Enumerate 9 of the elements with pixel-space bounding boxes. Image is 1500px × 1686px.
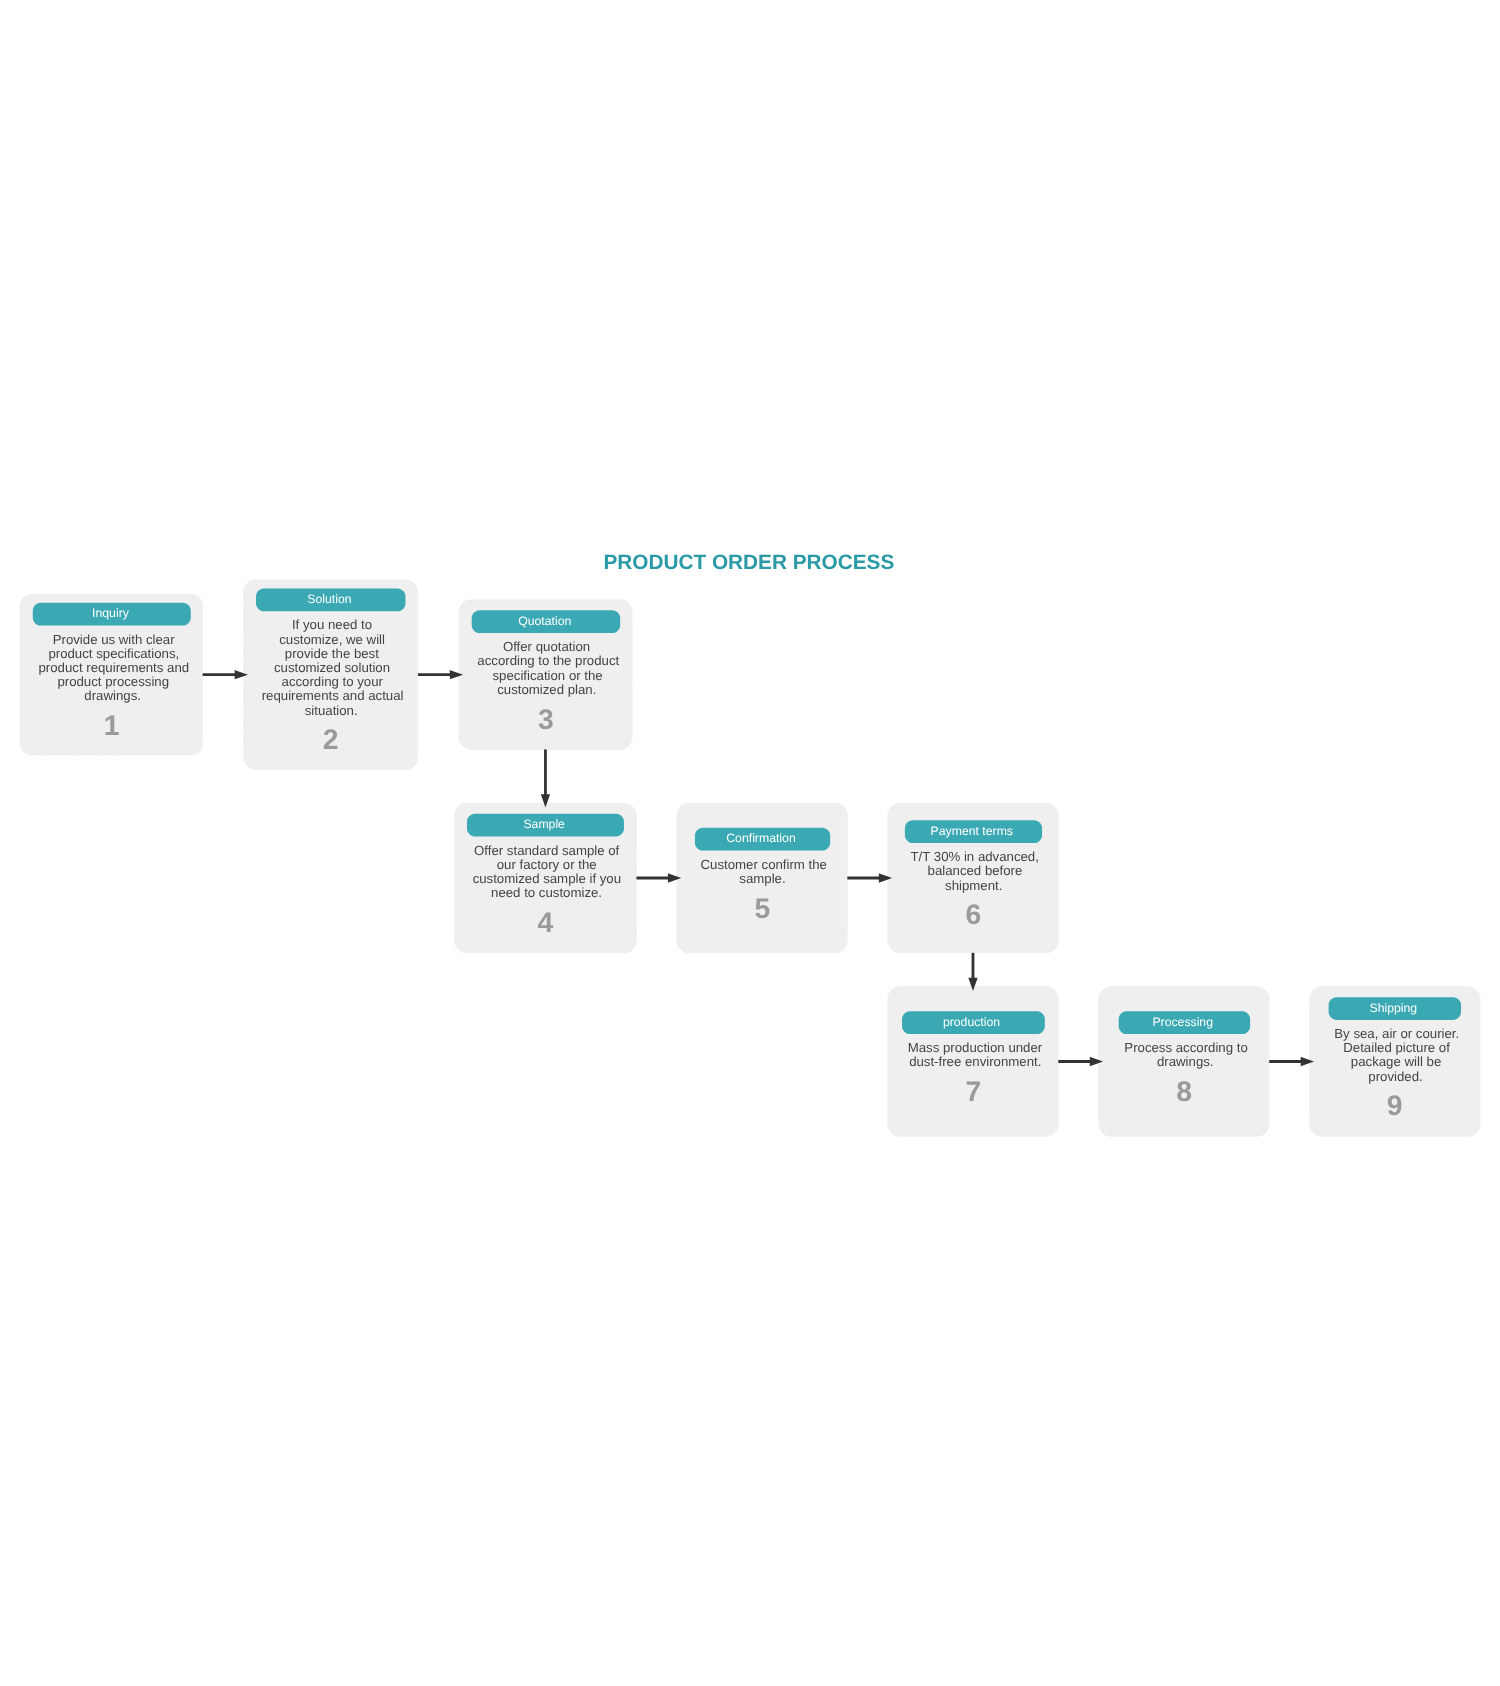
arrow	[847, 873, 893, 883]
diagram-title: PRODUCT ORDER PROCESS	[603, 553, 895, 576]
arrow	[540, 749, 551, 808]
arrow	[417, 670, 464, 680]
arrow	[1269, 1056, 1314, 1067]
arrow	[636, 873, 682, 883]
arrow	[202, 670, 248, 680]
arrow	[968, 952, 978, 992]
arrow	[1058, 1056, 1104, 1067]
